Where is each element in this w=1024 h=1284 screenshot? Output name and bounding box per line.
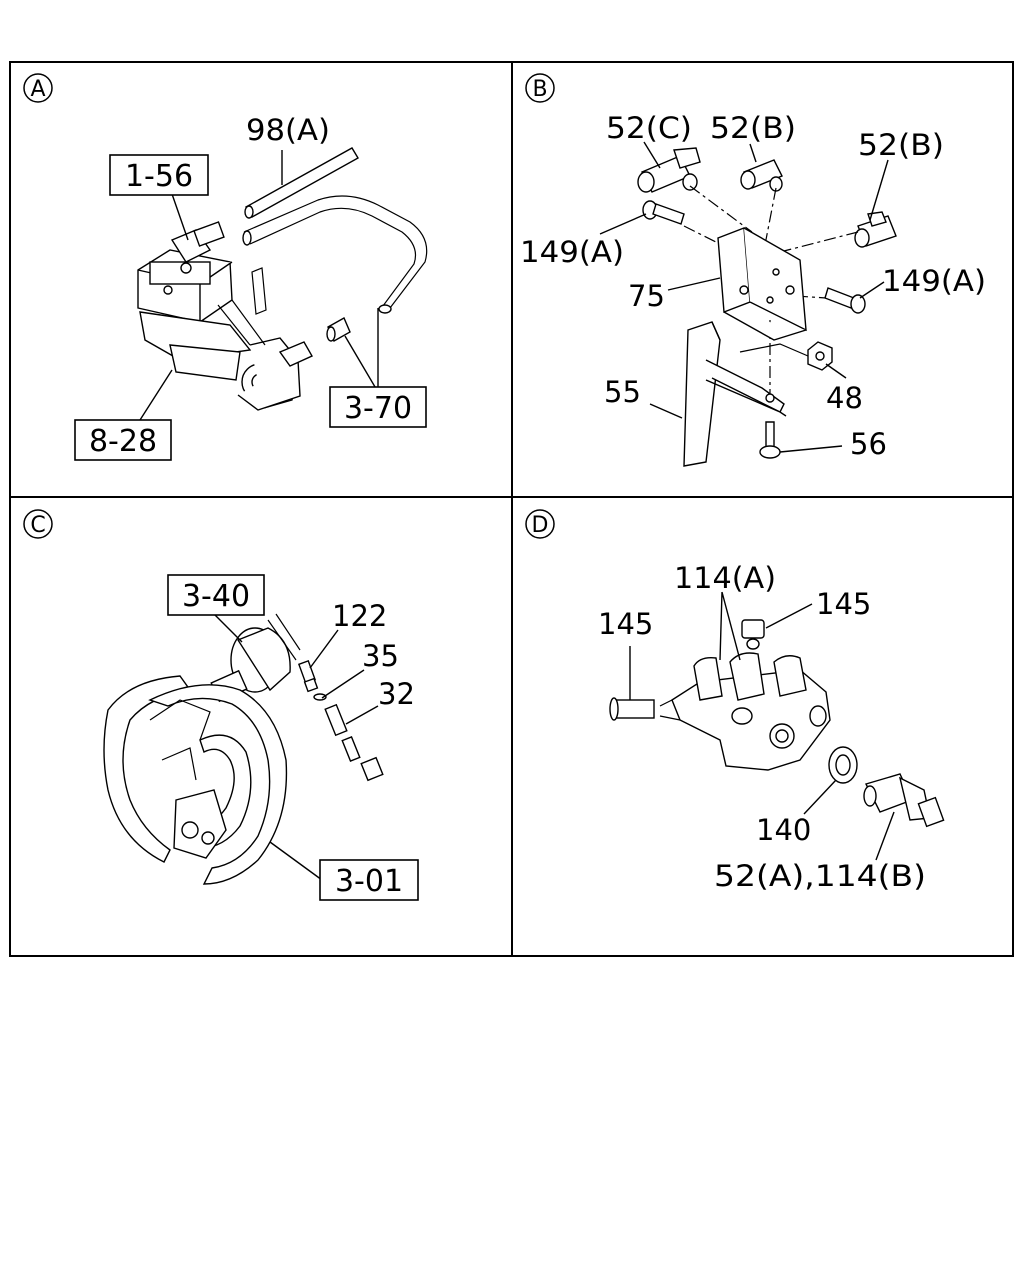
label-52b-right: 52(B) (858, 128, 944, 162)
label-114a: 114(A) (674, 561, 776, 595)
connector-32 (324, 703, 384, 782)
panel-d-badge: D (525, 509, 555, 539)
flare-line (267, 613, 301, 661)
centerline-1 (689, 185, 753, 233)
leader-55 (649, 403, 683, 419)
leader-149a-right (859, 281, 885, 299)
valve-assembly (137, 221, 313, 411)
label-52c: 52(C) (606, 111, 692, 145)
screw-56 (759, 421, 781, 459)
panel-a: A (23, 73, 428, 461)
callout-3-01: 3-01 (319, 859, 419, 901)
o-ring-35 (313, 693, 327, 701)
svg-text:8-28: 8-28 (89, 424, 157, 459)
callout-3-40: 3-40 (167, 574, 265, 616)
svg-text:3-01: 3-01 (335, 864, 403, 899)
tee-fitting-52b-top (740, 159, 783, 192)
label-122: 122 (332, 599, 387, 633)
leader-1-56 (171, 193, 189, 241)
centerline-3 (779, 231, 859, 253)
valve-body (659, 652, 831, 771)
label-149a-left: 149(A) (520, 235, 624, 269)
callout-8-28: 8-28 (74, 419, 172, 461)
tee-fitting-52b-right (854, 211, 897, 248)
curved-pipe (242, 195, 428, 314)
svg-text:1-56: 1-56 (125, 159, 193, 194)
label-75: 75 (628, 279, 665, 313)
leader-114a (719, 591, 741, 661)
plate-55 (683, 321, 787, 467)
nut-48 (807, 341, 833, 371)
fitting-122 (297, 659, 319, 693)
pin-145-left (609, 697, 655, 721)
leader-3-40 (211, 611, 243, 643)
leader-145-top (765, 603, 813, 629)
label-55: 55 (604, 375, 641, 409)
label-140: 140 (756, 813, 811, 847)
centerline-2 (763, 187, 777, 251)
svg-text:3-70: 3-70 (344, 391, 412, 426)
leader-140 (803, 779, 837, 815)
label-149a-right: 149(A) (882, 264, 986, 298)
leader-32 (345, 705, 379, 725)
label-52a-114b: 52(A),114(B) (714, 859, 926, 893)
panel-c-badge: C (23, 509, 53, 539)
tee-fitting-52c (637, 147, 701, 193)
leader-122 (309, 629, 339, 669)
svg-text:D: D (532, 513, 549, 538)
centerline-4 (683, 225, 721, 245)
panel-c: C (23, 509, 419, 901)
bolt-149a-right (824, 287, 866, 314)
svg-text:A: A (30, 77, 45, 102)
svg-text:3-40: 3-40 (182, 579, 250, 614)
leader-56 (779, 445, 843, 453)
panel-a-badge: A (23, 73, 53, 103)
leader-3-70a (344, 335, 379, 393)
panel-d: D (525, 509, 945, 893)
tube-98a (244, 147, 359, 219)
leader-3-01 (269, 841, 323, 881)
bolt-149a-left (642, 200, 685, 225)
leader-8-28 (139, 369, 173, 421)
callout-3-70: 3-70 (329, 386, 427, 428)
label-56: 56 (850, 427, 887, 461)
fitting-3-70 (326, 317, 351, 342)
svg-text:B: B (532, 77, 547, 102)
label-35: 35 (362, 639, 399, 673)
bracket-75 (717, 227, 807, 341)
leader-52b-right (869, 159, 889, 221)
plug-145-top (741, 619, 765, 650)
leader-35 (321, 669, 365, 699)
label-32: 32 (378, 677, 415, 711)
leader-149a-left (599, 213, 647, 235)
brake-shoe-assembly-3-01 (103, 675, 288, 885)
fitting-52a-114b (863, 773, 945, 828)
callout-1-56: 1-56 (109, 154, 209, 196)
washer-140 (828, 746, 858, 784)
leader-52c (643, 141, 661, 169)
label-145-left: 145 (598, 607, 653, 641)
panel-b: B (520, 73, 986, 467)
panel-b-badge: B (525, 73, 555, 103)
leader-75 (667, 277, 721, 291)
leader-52a-114b (875, 811, 895, 861)
leader-48 (825, 363, 847, 379)
diagram-frame (9, 61, 1014, 957)
label-98a: 98(A) (246, 113, 330, 147)
label-145-top: 145 (816, 587, 871, 621)
leader-52b-top (749, 143, 757, 163)
svg-text:C: C (30, 513, 45, 538)
label-48: 48 (826, 381, 863, 415)
label-52b-top: 52(B) (710, 111, 796, 145)
bracket-line (739, 343, 809, 357)
